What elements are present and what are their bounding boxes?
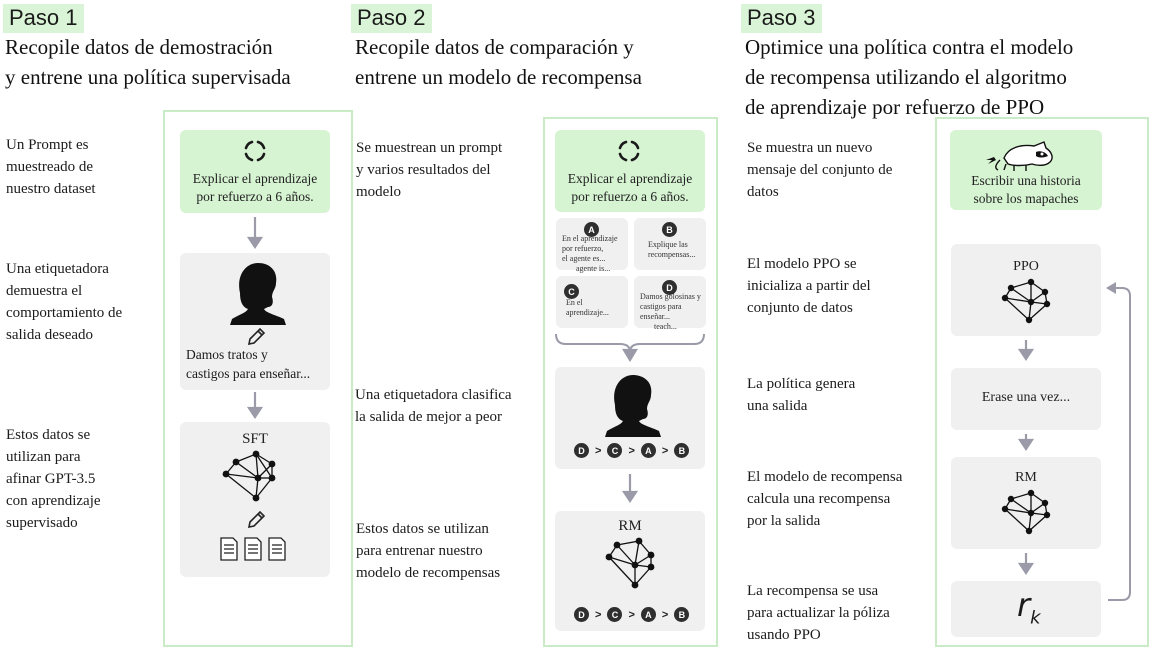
pencil-icon (247, 327, 266, 346)
step1-sft-box: SFT (180, 422, 330, 577)
prompt-line: Escribir una historia (971, 173, 1081, 188)
step2-title: Recopile datos de comparación y entrene … (355, 35, 642, 89)
step3-reward-box: rk (951, 581, 1101, 637)
step3-title: Optimice una política contra el modelo d… (745, 35, 1074, 119)
step2-labeler-box: D > C > A > B (555, 367, 705, 469)
output-text: Erase una vez... (981, 390, 1071, 405)
rank-badge-b: B (674, 443, 690, 458)
raccoon-icon (986, 141, 1053, 171)
network-icon (1001, 489, 1051, 535)
step2-rm-box: RM D > C > A > B (555, 511, 705, 631)
pencil-icon (247, 510, 266, 529)
demo-text: Damos tratos y castigos para enseñar... (186, 347, 311, 381)
step3-tag: Paso 3 (741, 4, 822, 33)
labeler-person-icon (605, 375, 661, 437)
recycle-icon (618, 140, 640, 162)
rank-separator: > (661, 608, 669, 621)
document-stack-icon (220, 537, 286, 561)
step3-rm-box: RM (951, 457, 1101, 549)
rank-separator: > (595, 608, 602, 621)
network-icon (1001, 278, 1051, 324)
rank-badge-c: C (607, 607, 623, 622)
network-icon (220, 450, 286, 561)
step3-prompt-box: Escribir una historia sobre los mapaches (950, 130, 1102, 210)
network-icon (605, 537, 655, 589)
ranking-row: D > C > A > B (574, 443, 690, 458)
prompt-line: sobre los mapaches (973, 191, 1079, 206)
rank-separator: > (628, 444, 635, 457)
step2-prompt-box: Explicar el aprendizaje por refuerzo a 6… (555, 130, 705, 212)
prompt-line: Explicar el aprendizaje (192, 171, 318, 186)
step3-output-box: Erase una vez... (951, 368, 1101, 430)
rank-badge-d: D (574, 443, 589, 458)
step1-tag: Paso 1 (3, 4, 84, 33)
rank-badge-c: C (607, 443, 623, 458)
prompt-line: por refuerzo a 6 años. (571, 189, 689, 204)
prompt-line: por refuerzo a 6 años. (196, 189, 314, 204)
step1-title: Recopile datos de demostración y entrene… (5, 35, 291, 89)
rank-separator: > (628, 608, 635, 621)
badge-d: D (662, 280, 677, 295)
step1-prompt-box: Explicar el aprendizaje por refuerzo a 6… (180, 130, 330, 213)
prompt-line: Explicar el aprendizaje (567, 171, 693, 186)
sft-label: SFT (242, 431, 268, 447)
recycle-icon (244, 140, 266, 162)
step1-labeler-box: Damos tratos y castigos para enseñar... (180, 253, 330, 390)
step2-tag: Paso 2 (351, 4, 432, 33)
rank-badge-a: A (640, 443, 656, 458)
ppo-label: PPO (1013, 259, 1039, 274)
rank-badge-b: B (674, 607, 690, 622)
reward-symbol: rk (1017, 586, 1041, 629)
badge-a: A (584, 222, 599, 237)
badge-c: C (564, 284, 579, 299)
step3-ppo-box: PPO (951, 244, 1101, 336)
labeler-person-icon (230, 263, 286, 346)
rank-badge-d: D (574, 607, 589, 622)
ranking-row: D > C > A > B (574, 607, 690, 622)
rank-separator: > (595, 444, 602, 457)
rm-label: RM (618, 518, 642, 534)
badge-b: B (662, 222, 677, 237)
rank-badge-a: A (640, 607, 656, 622)
rank-separator: > (661, 444, 669, 457)
rm-label: RM (1015, 470, 1037, 485)
